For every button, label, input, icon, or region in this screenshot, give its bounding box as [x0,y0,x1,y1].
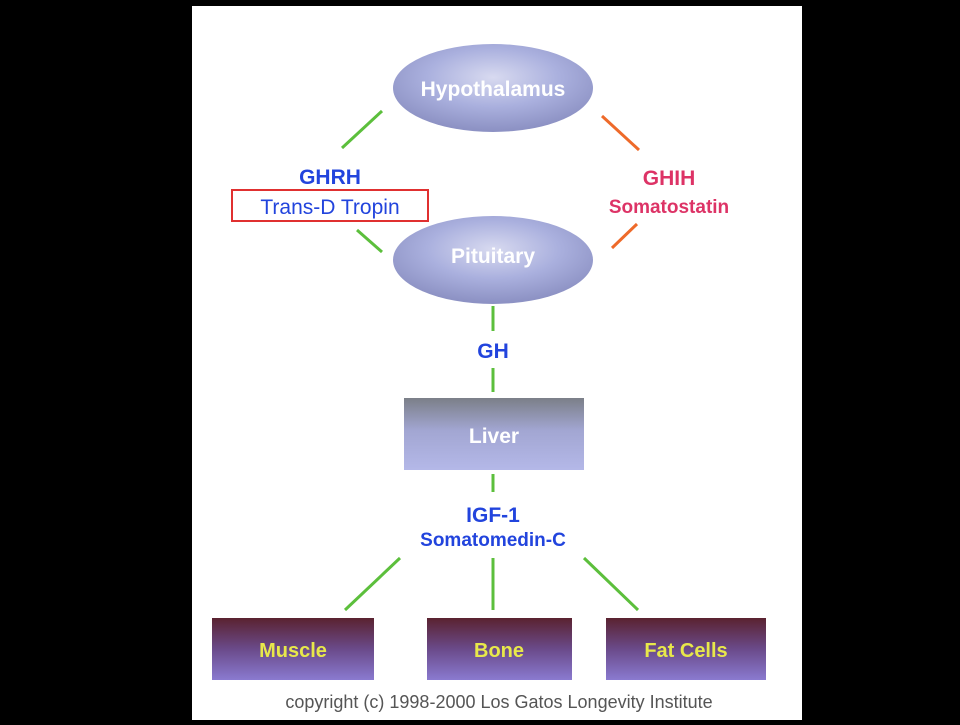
igf1-label: IGF-1 [466,504,520,527]
line-igf1-muscle [343,556,402,612]
gh-label: GH [477,340,509,363]
line-igf1-fat-cells [582,556,640,612]
bone-label: Bone [474,640,524,662]
growth-hormone-axis-diagram: Hypothalamus Pituitary GHRH Trans-D Trop… [212,44,766,712]
hypothalamus-node: Hypothalamus [393,44,593,132]
ghrh-label: GHRH [299,166,361,189]
line-hypothalamus-ghih [600,114,641,152]
fat-cells-node: Fat Cells [606,618,766,680]
somatostatin-label: Somatostatin [609,197,729,218]
muscle-label: Muscle [259,640,327,662]
ghih-label: GHIH [643,167,696,190]
liver-label: Liver [469,425,519,448]
line-ghih-pituitary [610,222,639,250]
pituitary-node: Pituitary [393,216,593,304]
liver-node: Liver [404,398,584,470]
fat-cells-label: Fat Cells [644,640,727,662]
bone-node: Bone [427,618,572,680]
hypothalamus-label: Hypothalamus [421,78,566,101]
trans-d-tropin-label: Trans-D Tropin [260,196,399,219]
muscle-node: Muscle [212,618,374,680]
somatomedin-c-label: Somatomedin-C [420,530,566,551]
diagram-panel: Hypothalamus Pituitary GHRH Trans-D Trop… [192,6,802,720]
line-ghrh-pituitary [356,228,383,254]
line-hypothalamus-ghrh [340,109,384,150]
copyright-notice: copyright (c) 1998-2000 Los Gatos Longev… [285,692,712,712]
trans-d-tropin-highlight-box [231,189,429,222]
pituitary-label: Pituitary [451,245,535,268]
